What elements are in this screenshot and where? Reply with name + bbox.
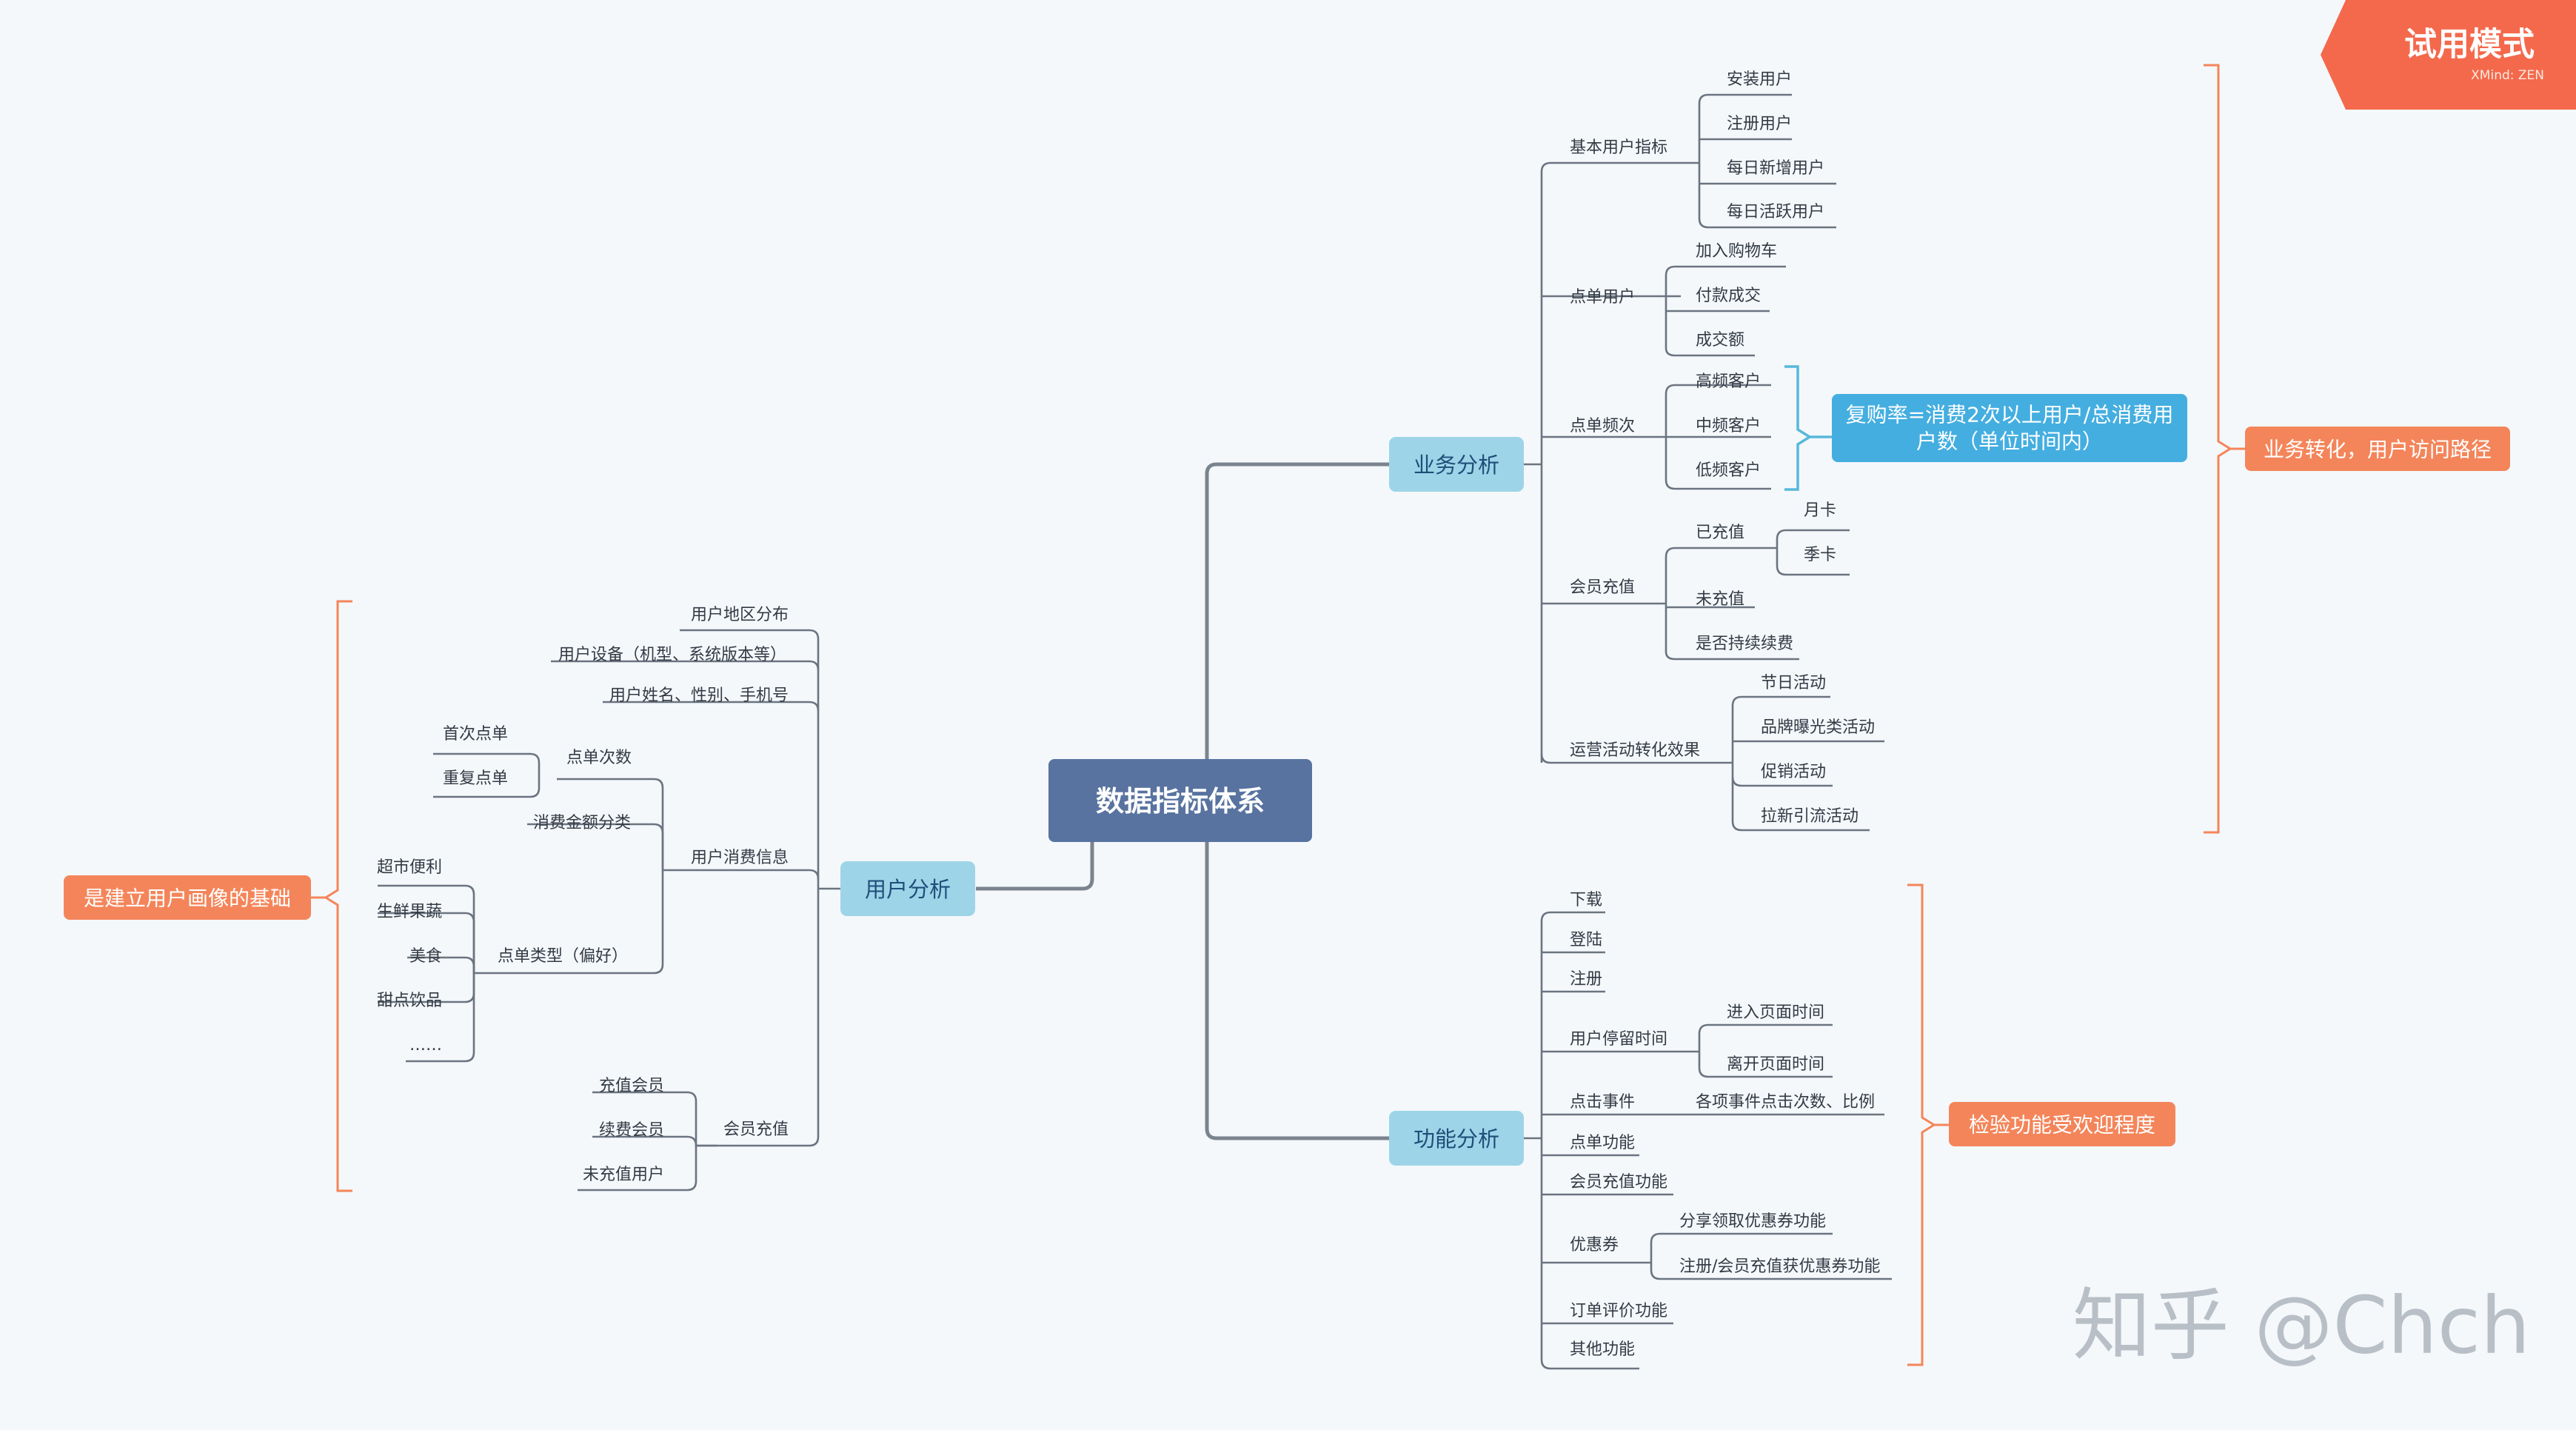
function-branch-lines xyxy=(1524,911,1892,1370)
callout-business[interactable]: 业务转化，用户访问路径 xyxy=(2245,427,2510,471)
topic-business-label: 业务分析 xyxy=(1414,452,1499,478)
node-page-enter-time: 进入页面时间 xyxy=(1727,1003,1824,1022)
trial-mode-subtitle: XMind: ZEN xyxy=(2471,68,2544,83)
node-register-coupon: 注册/会员充值获优惠券功能 xyxy=(1679,1257,1880,1276)
node-order-type: 点单类型（偏好） xyxy=(498,947,628,966)
node-renewal: 是否持续续费 xyxy=(1696,635,1793,653)
node-user-consume-info: 用户消费信息 xyxy=(691,849,789,867)
braces xyxy=(311,64,2245,1366)
topic-function-label: 功能分析 xyxy=(1414,1126,1499,1152)
node-order-frequency: 点单频次 xyxy=(1570,417,1635,435)
node-first-order: 首次点单 xyxy=(443,725,508,744)
node-login: 登陆 xyxy=(1570,931,1602,949)
node-monthly-card: 月卡 xyxy=(1804,501,1836,520)
node-member-recharge-function: 会员充值功能 xyxy=(1570,1173,1667,1192)
node-fresh-produce: 生鲜果蔬 xyxy=(377,903,442,921)
node-not-recharged: 未充值 xyxy=(1696,590,1744,609)
callout-repurchase[interactable]: 复购率=消费2次以上用户/总消费用 户数（单位时间内） xyxy=(1832,394,2187,462)
node-renew-member: 续费会员 xyxy=(599,1121,664,1140)
node-desserts: 甜点饮品 xyxy=(377,992,442,1010)
node-user-device: 用户设备（机型、系统版本等） xyxy=(558,646,786,664)
node-recharged: 已充值 xyxy=(1696,524,1744,542)
node-recharge-member: 充值会员 xyxy=(599,1077,664,1095)
user-brace xyxy=(324,600,352,1192)
callout-repurchase-line2: 户数（单位时间内） xyxy=(1916,430,2103,454)
node-supermarket: 超市便利 xyxy=(377,858,442,877)
business-brace xyxy=(2204,64,2232,834)
user-labels: 用户地区分布 用户设备（机型、系统版本等） 用户姓名、性别、手机号 用户消费信息… xyxy=(377,606,789,1184)
main-connectors xyxy=(976,462,1389,1140)
node-acquisition: 拉新引流活动 xyxy=(1761,807,1859,826)
node-repeat-order: 重复点单 xyxy=(443,769,508,788)
center-title: 数据指标体系 xyxy=(1096,785,1265,818)
function-brace xyxy=(1907,883,1936,1366)
trial-mode-title: 试用模式 xyxy=(2404,26,2535,64)
node-member-recharge: 会员充值 xyxy=(1570,578,1635,597)
node-daily-active-users: 每日活跃用户 xyxy=(1727,203,1824,221)
topic-user[interactable]: 用户分析 xyxy=(840,861,975,916)
node-order-function: 点单功能 xyxy=(1570,1134,1635,1152)
node-deal-amount: 成交额 xyxy=(1696,331,1744,350)
node-page-leave-time: 离开页面时间 xyxy=(1727,1055,1824,1074)
topic-user-label: 用户分析 xyxy=(865,877,951,902)
node-high-freq: 高频客户 xyxy=(1696,372,1761,391)
node-other-functions: 其他功能 xyxy=(1570,1340,1635,1359)
node-promotion: 促销活动 xyxy=(1761,763,1826,781)
node-basic-user-metrics: 基本用户指标 xyxy=(1570,138,1667,157)
watermark: 知乎 @Chch xyxy=(2072,1280,2530,1371)
node-order-review: 订单评价功能 xyxy=(1570,1302,1667,1320)
node-add-to-cart: 加入购物车 xyxy=(1696,242,1777,261)
node-order-times: 点单次数 xyxy=(566,749,632,767)
node-click-event: 点击事件 xyxy=(1570,1093,1635,1112)
node-stay-time: 用户停留时间 xyxy=(1570,1030,1667,1049)
center-node[interactable]: 数据指标体系 xyxy=(1048,759,1312,842)
node-brand-exposure: 品牌曝光类活动 xyxy=(1761,718,1875,737)
node-ops-conversion: 运营活动转化效果 xyxy=(1570,741,1700,760)
callout-business-text: 业务转化，用户访问路径 xyxy=(2264,438,2492,462)
node-coupon: 优惠券 xyxy=(1570,1236,1619,1254)
node-quarterly-card: 季卡 xyxy=(1804,546,1836,564)
node-share-coupon: 分享领取优惠券功能 xyxy=(1679,1212,1826,1231)
topic-function[interactable]: 功能分析 xyxy=(1389,1111,1524,1166)
node-user-member: 会员充值 xyxy=(723,1120,789,1139)
topic-business[interactable]: 业务分析 xyxy=(1389,437,1524,492)
callout-function[interactable]: 检验功能受欢迎程度 xyxy=(1949,1102,2175,1146)
node-download: 下载 xyxy=(1570,891,1602,909)
callout-repurchase-line1: 复购率=消费2次以上用户/总消费用 xyxy=(1846,403,2174,427)
node-low-freq: 低频客户 xyxy=(1696,461,1761,480)
callout-user-text: 是建立用户画像的基础 xyxy=(84,886,291,911)
node-payment-deal: 付款成交 xyxy=(1696,287,1761,305)
node-unrecharged-user: 未充值用户 xyxy=(583,1166,664,1184)
node-mid-freq: 中频客户 xyxy=(1696,417,1761,435)
callout-function-text: 检验功能受欢迎程度 xyxy=(1969,1113,2155,1137)
callout-user[interactable]: 是建立用户画像的基础 xyxy=(64,875,311,920)
frequency-brace xyxy=(1784,365,1813,491)
user-branch-lines xyxy=(378,629,840,1192)
function-labels: 下载 登陆 注册 用户停留时间 进入页面时间 离开页面时间 点击事件 各项事件点… xyxy=(1570,891,1880,1359)
node-order-users: 点单用户 xyxy=(1570,288,1635,307)
node-click-ratio: 各项事件点击次数、比例 xyxy=(1696,1093,1875,1112)
business-labels: 基本用户指标 安装用户 注册用户 每日新增用户 每日活跃用户 点单用户 加入购物… xyxy=(1570,70,1875,826)
node-register-users: 注册用户 xyxy=(1727,115,1792,133)
node-consume-amount: 消费金额分类 xyxy=(533,814,631,832)
node-daily-new-users: 每日新增用户 xyxy=(1727,159,1824,178)
business-branch-lines xyxy=(1524,93,1884,832)
node-user-region: 用户地区分布 xyxy=(691,606,789,624)
node-food: 美食 xyxy=(409,947,442,966)
node-user-profile: 用户姓名、性别、手机号 xyxy=(609,686,789,705)
node-ellipsis: …… xyxy=(409,1036,442,1055)
node-holiday-activity: 节日活动 xyxy=(1761,674,1826,692)
node-register: 注册 xyxy=(1570,970,1602,989)
node-install-users: 安装用户 xyxy=(1727,70,1792,89)
trial-mode-badge[interactable]: 试用模式 XMind: ZEN xyxy=(2321,0,2576,110)
